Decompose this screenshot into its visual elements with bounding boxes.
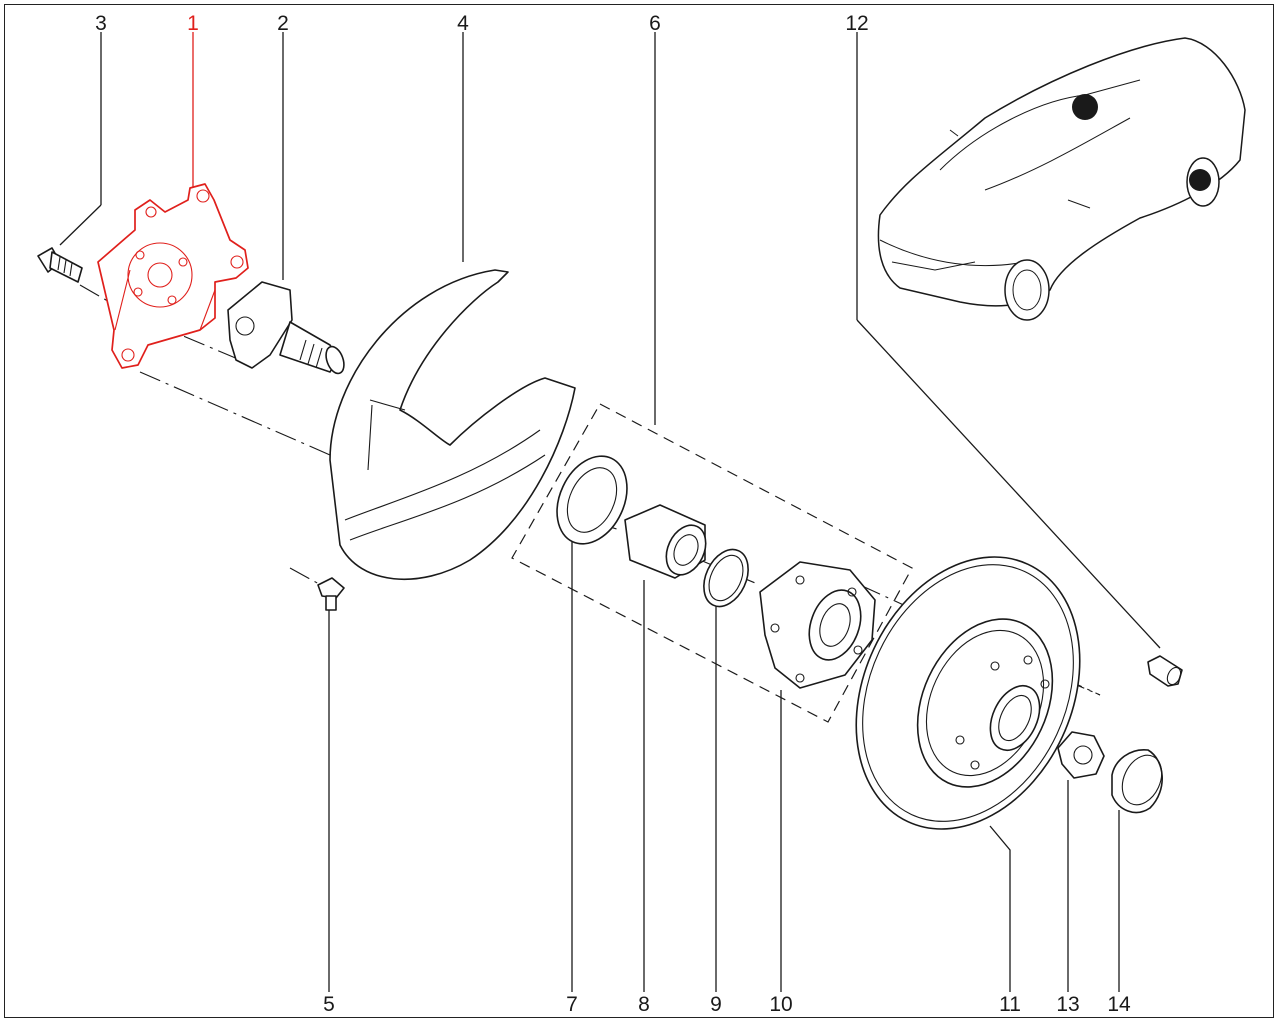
leader-12-tip [856, 319, 1161, 649]
callout-labels: 3 1 2 4 6 12 5 7 8 9 10 11 13 14 [95, 12, 1131, 1016]
callout-13[interactable]: 13 [1056, 993, 1079, 1016]
leader-3-tip [59, 204, 102, 246]
callout-4[interactable]: 4 [457, 12, 469, 35]
callout-14[interactable]: 14 [1107, 993, 1131, 1016]
part-4-brake-shield[interactable] [329, 269, 576, 580]
callout-1[interactable]: 1 [187, 12, 199, 35]
part-11-brake-disc[interactable] [814, 520, 1123, 865]
location-marker-roof [1072, 94, 1098, 120]
axis-main [139, 371, 331, 456]
callout-3[interactable]: 3 [95, 12, 107, 35]
callout-6[interactable]: 6 [649, 12, 661, 35]
part-1-knuckle[interactable] [97, 183, 249, 369]
part-3-bolt[interactable] [37, 247, 83, 283]
leader-11 [989, 825, 1011, 992]
callout-10[interactable]: 10 [769, 993, 792, 1016]
callout-7[interactable]: 7 [566, 993, 578, 1016]
part-12-bolt[interactable] [1147, 655, 1183, 687]
location-marker-rear-wheel [1189, 169, 1211, 191]
callout-8[interactable]: 8 [638, 993, 650, 1016]
part-7-seal[interactable] [544, 445, 641, 555]
callout-5[interactable]: 5 [323, 993, 335, 1016]
part-9-snap-ring[interactable] [695, 542, 757, 613]
callout-2[interactable]: 2 [277, 12, 289, 35]
part-5-screw[interactable] [317, 577, 345, 611]
group-6-bracket [511, 403, 913, 723]
part-14-cap[interactable] [1111, 749, 1169, 814]
leader-lines [59, 32, 1161, 992]
part-13-nut[interactable] [1057, 731, 1105, 779]
callout-9[interactable]: 9 [710, 993, 722, 1016]
callout-12[interactable]: 12 [845, 12, 868, 35]
callout-11[interactable]: 11 [999, 993, 1021, 1016]
vehicle-locator-illustration [877, 37, 1246, 321]
part-10-hub[interactable] [759, 561, 876, 689]
part-8-bearing[interactable] [624, 504, 713, 581]
part-2-stub-axle[interactable] [227, 281, 347, 376]
